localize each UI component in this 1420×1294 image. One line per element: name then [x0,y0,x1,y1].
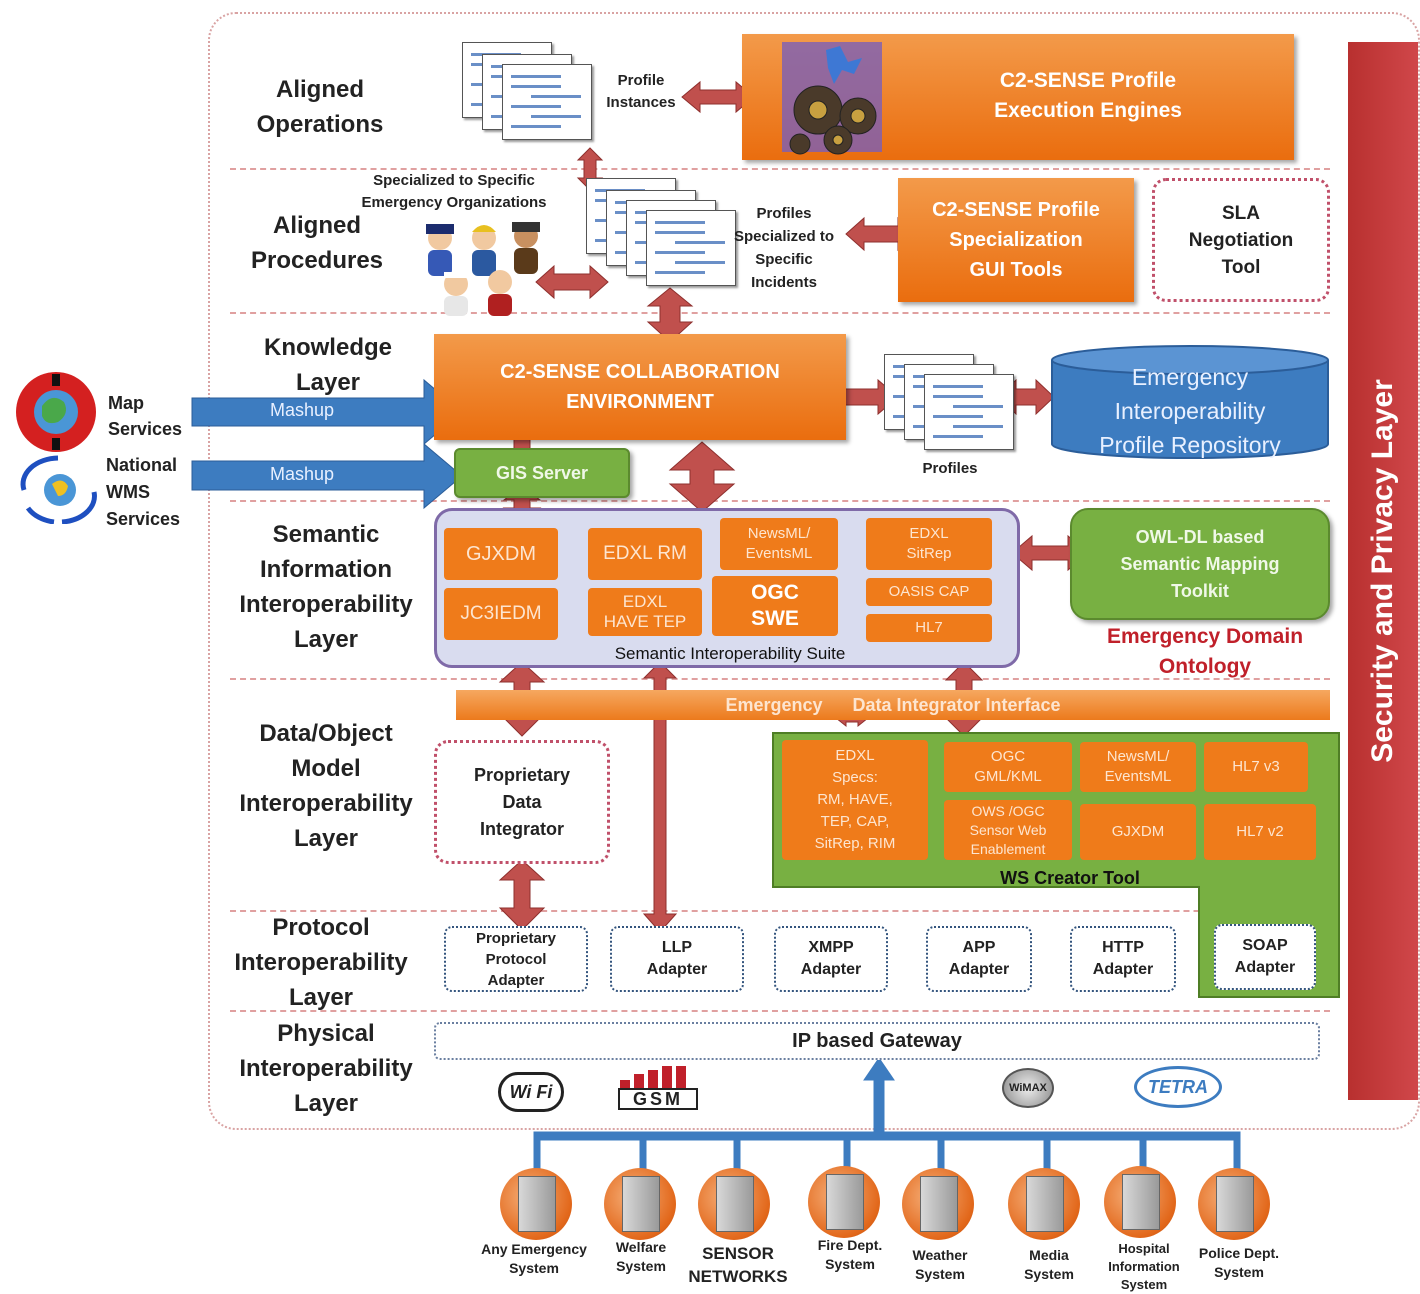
newsml-events-box: NewsML/ EventsML [1080,742,1196,792]
profile-instance-doc [502,64,592,140]
layer-separator [230,1010,1330,1012]
app-adapter: APP Adapter [926,926,1032,992]
gsm-logo: GSM [618,1066,698,1112]
profile-doc [924,374,1014,450]
gis-server-box: GIS Server [454,448,630,498]
layer-separator [230,312,1330,314]
hl7-box: HL7 [866,614,992,642]
mashup-label: Mashup [270,464,335,484]
tetra-logo: TETRA [1134,1066,1222,1108]
server-icon [1198,1168,1270,1240]
layer-label-protocol: Protocol Interoperability Layer [234,914,408,1011]
execution-engines-label: C2-SENSE Profile Execution Engines [994,69,1182,122]
profile-doc [646,210,736,286]
server-icon [698,1168,770,1240]
wms-services-label: National WMS Services [106,455,181,529]
architecture-frame [208,12,1420,1130]
gjxdm-box: GJXDM [444,528,558,580]
xmpp-adapter: XMPP Adapter [774,926,888,992]
specialized-orgs-label: Specialized to Specific Emergency Organi… [361,172,547,211]
profiles-label: Profiles [922,460,978,477]
hl7-v3-box: HL7 v3 [1204,742,1308,792]
soap-adapter: SOAP Adapter [1214,924,1316,990]
system-label: Fire Dept. System [817,1237,883,1272]
edxl-have-box: EDXL HAVE TEP [588,588,702,636]
server-icon [500,1168,572,1240]
layer-label-knowledge: Knowledge Layer [263,334,392,396]
newsml-box: NewsML/ EventsML [720,518,838,570]
system-label: Police Dept. System [1198,1245,1280,1280]
semantic-suite-label: Semantic Interoperability Suite [614,644,846,663]
proprietary-data-integrator: Proprietary Data Integrator [434,740,610,864]
server-icon [604,1168,676,1240]
profiles-specialized-label: Profiles Specialized to Specific Inciden… [733,205,835,291]
gears-icon [778,40,888,158]
ogc-swe-box: OGC SWE [712,576,838,636]
system-label: SENSOR NETWORKS [688,1244,788,1286]
owl-mapping-toolkit: OWL-DL based Semantic Mapping Toolkit [1070,508,1330,620]
execution-engines-box: C2-SENSE Profile Execution Engines [742,34,1294,160]
security-privacy-layer: Security and Privacy Layer [1348,42,1418,1100]
http-adapter: HTTP Adapter [1070,926,1176,992]
layer-separator [230,500,1330,502]
ws-creator-label: WS Creator Tool [1000,868,1140,888]
mashup-arrow [191,442,463,510]
edxl-specs-box: EDXL Specs: RM, HAVE, TEP, CAP, SitRep, … [782,740,928,860]
gui-tools-box: C2-SENSE Profile Specialization GUI Tool… [898,178,1134,302]
layer-label-aligned-operations: Aligned Operations [256,76,384,138]
wimax-logo: WiMAX [1002,1068,1054,1108]
database-icon [1051,345,1329,459]
system-label: Hospital Information System [1108,1241,1180,1292]
system-label: Welfare System [615,1239,667,1274]
server-icon [902,1168,974,1240]
map-services-label: Map Services [108,393,183,439]
map-services-icon [16,372,96,452]
data-integrator-interface: Emergency Data Integrator Interface [456,690,1330,720]
wifi-logo: Wi Fi [498,1072,564,1112]
edxl-sitrep-box: EDXL SitRep [866,518,992,570]
gateway-stem [873,1075,885,1137]
double-arrow [668,441,736,513]
layer-label-aligned-procedures: Aligned Procedures [250,212,384,274]
layer-label-semantic: Semantic Information Interoperability La… [239,521,413,653]
layer-separator [230,910,1330,912]
mashup-label: Mashup [270,400,335,420]
server-icon [1008,1168,1080,1240]
server-icon [808,1166,880,1238]
ows-ogc-box: OWS /OGC Sensor Web Enablement [944,800,1072,860]
gjxdm-ws-box: GJXDM [1080,804,1196,860]
ogc-gml-box: OGC GML/KML [944,742,1072,792]
profile-instances-label: Profile Instances [606,72,676,111]
collaboration-environment-box: C2-SENSE COLLABORATION ENVIRONMENT [434,334,846,440]
double-arrow [535,264,609,300]
emergency-staff-icon [426,222,540,316]
llp-adapter: LLP Adapter [610,926,744,992]
ip-gateway: IP based Gateway [434,1022,1320,1060]
domain-ontology-label: Emergency Domain Ontology [1106,625,1304,678]
sla-negotiation-tool: SLA Negotiation Tool [1152,178,1330,302]
layer-label-physical: Physical Interoperability Layer [239,1020,413,1117]
server-icon [1104,1166,1176,1238]
gateway-arrow-head [863,1057,895,1081]
gsm-logo-text: GSM [618,1088,698,1110]
oasis-cap-box: OASIS CAP [866,578,992,606]
system-label: Media System [1024,1247,1074,1282]
repository-label: Emergency Interoperability Profile Repos… [1099,364,1281,458]
system-label: Any Emergency System [481,1241,587,1276]
layer-label-data-object: Data/Object Model Interoperability Layer [239,720,413,852]
system-label: Weather System [912,1247,968,1282]
double-arrow [498,859,546,931]
proprietary-protocol-adapter: Proprietary Protocol Adapter [444,926,588,992]
layer-separator [230,678,1330,680]
wms-services-icon [20,455,97,524]
layer-separator [230,168,1330,170]
profile-repository: Emergency Interoperability Profile Repos… [1050,344,1330,460]
jc3iedm-box: JC3IEDM [444,588,558,640]
hl7-v2-box: HL7 v2 [1204,804,1316,860]
edxl-rm-box: EDXL RM [588,528,702,580]
